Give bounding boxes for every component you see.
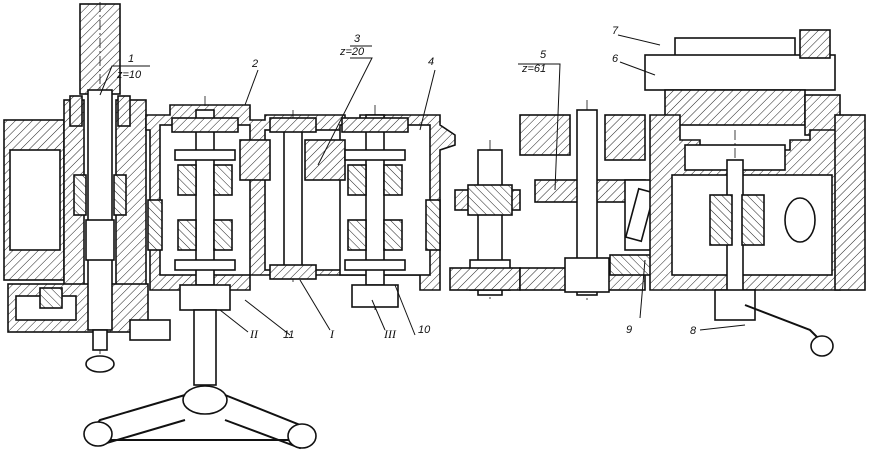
shaft-II-assembly bbox=[83, 96, 317, 450]
label-7: 7 bbox=[612, 25, 619, 37]
leader-lines bbox=[99, 34, 746, 336]
label-roman-III: III bbox=[383, 327, 397, 341]
label-roman-I: I bbox=[329, 327, 335, 341]
label-z10: z=10 bbox=[116, 69, 142, 81]
label-6: 6 bbox=[612, 53, 619, 65]
label-4: 4 bbox=[428, 56, 434, 68]
label-10: 10 bbox=[418, 324, 431, 336]
label-8: 8 bbox=[690, 325, 697, 337]
label-1: 1 bbox=[128, 53, 134, 65]
label-z61: z=61 bbox=[521, 63, 546, 75]
middle-shaft bbox=[449, 140, 521, 300]
label-2: 2 bbox=[251, 58, 258, 70]
label-9: 9 bbox=[626, 324, 632, 336]
shaft-5-housing bbox=[519, 100, 661, 300]
part-labels: 1 z=10 2 3 z=20 4 5 z=61 7 6 8 9 10 11 I… bbox=[116, 25, 697, 341]
label-11: 11 bbox=[283, 329, 294, 341]
label-5: 5 bbox=[540, 49, 547, 61]
label-z20: z=20 bbox=[339, 46, 365, 58]
label-roman-II: II bbox=[249, 327, 259, 341]
shaft-I bbox=[269, 110, 317, 285]
label-3: 3 bbox=[354, 33, 361, 45]
table-and-feed-housing bbox=[644, 29, 866, 357]
shaft-III bbox=[341, 105, 409, 310]
vertical-shaft-1 bbox=[69, 2, 131, 373]
